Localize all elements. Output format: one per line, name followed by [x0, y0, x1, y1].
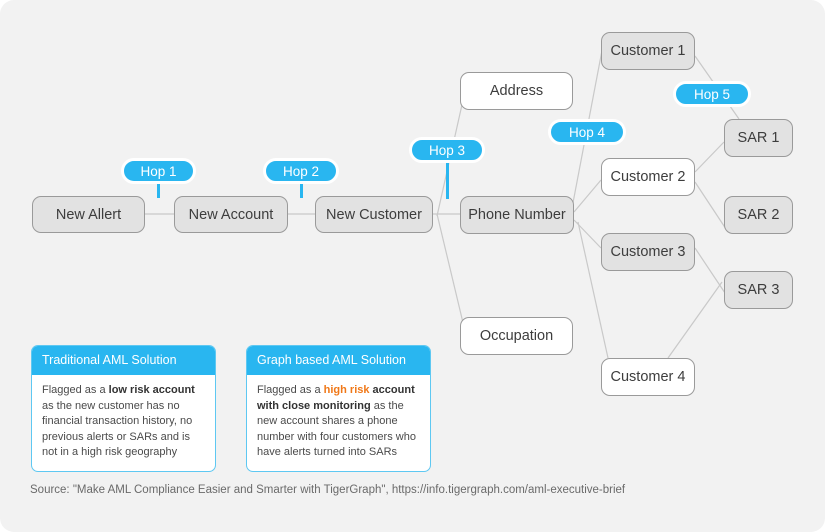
text-run: account with close monitoring	[257, 384, 415, 412]
text-run: low risk account	[108, 384, 195, 396]
hop-tick-hop-1	[157, 184, 160, 198]
hop-badge-hop-1[interactable]: Hop 1	[121, 158, 196, 184]
edge-phone-customer4	[577, 221, 609, 359]
node-label: SAR 3	[737, 282, 780, 298]
node-label: SAR 2	[737, 207, 780, 223]
node-occupation[interactable]: Occupation	[460, 317, 573, 355]
hop-label: Hop 1	[140, 163, 177, 179]
edge-customer3-sar3	[694, 247, 728, 297]
text-run: Flagged as a	[257, 384, 324, 396]
hop-tick-hop-2	[300, 184, 303, 198]
node-sar-1[interactable]: SAR 1	[724, 119, 793, 157]
node-label: Address	[489, 83, 544, 99]
node-new-customer[interactable]: New Customer	[315, 196, 433, 233]
edge-customer2-sar2	[694, 181, 729, 233]
node-sar-2[interactable]: SAR 2	[724, 196, 793, 234]
node-sar-3[interactable]: SAR 3	[724, 271, 793, 309]
node-label: Occupation	[479, 328, 554, 344]
node-label: New Allert	[55, 206, 122, 223]
text-run: as the new account shares a phone number…	[257, 399, 416, 459]
edge-customer2-sar1	[694, 141, 725, 173]
node-address[interactable]: Address	[460, 72, 573, 110]
node-label: Customer 2	[610, 169, 686, 185]
callout-body: Flagged as a low risk account as the new…	[32, 375, 215, 471]
node-label: Customer 4	[610, 369, 686, 385]
node-customer-1[interactable]: Customer 1	[601, 32, 695, 70]
edge-customer4-sar3	[667, 281, 723, 359]
hop-label: Hop 4	[568, 124, 606, 140]
callout-body: Flagged as a high risk account with clos…	[247, 375, 430, 471]
hop-label: Hop 2	[282, 163, 320, 179]
node-label: SAR 1	[737, 130, 780, 146]
callout-title: Traditional AML Solution	[32, 346, 215, 375]
text-run: as the new customer has no financial tra…	[42, 399, 193, 459]
node-new-account[interactable]: New Account	[174, 196, 288, 233]
hop-badge-hop-4[interactable]: Hop 4	[548, 119, 626, 145]
text-run: Flagged as a	[42, 384, 109, 396]
node-label: New Customer	[326, 206, 422, 223]
node-customer-3[interactable]: Customer 3	[601, 233, 695, 271]
source-attribution: Source: "Make AML Compliance Easier and …	[30, 484, 626, 496]
node-customer-4[interactable]: Customer 4	[601, 358, 695, 396]
hop-label: Hop 5	[693, 86, 731, 102]
node-label: Customer 1	[610, 43, 686, 59]
node-label: New Account	[188, 206, 274, 223]
hop-badge-hop-3[interactable]: Hop 3	[409, 137, 485, 163]
text-run: high risk	[323, 384, 370, 396]
hop-tick-hop-3	[446, 163, 449, 199]
node-new-alert[interactable]: New Allert	[32, 196, 145, 233]
hop-badge-hop-5[interactable]: Hop 5	[673, 81, 751, 107]
node-label: Customer 3	[610, 244, 686, 260]
node-label: Phone Number	[468, 207, 566, 223]
hop-badge-hop-2[interactable]: Hop 2	[263, 158, 339, 184]
hop-label: Hop 3	[428, 142, 466, 158]
node-customer-2[interactable]: Customer 2	[601, 158, 695, 196]
callout-title: Graph based AML Solution	[247, 346, 430, 375]
node-phone-number[interactable]: Phone Number	[460, 196, 574, 234]
edge-phone-customer2	[573, 179, 602, 213]
